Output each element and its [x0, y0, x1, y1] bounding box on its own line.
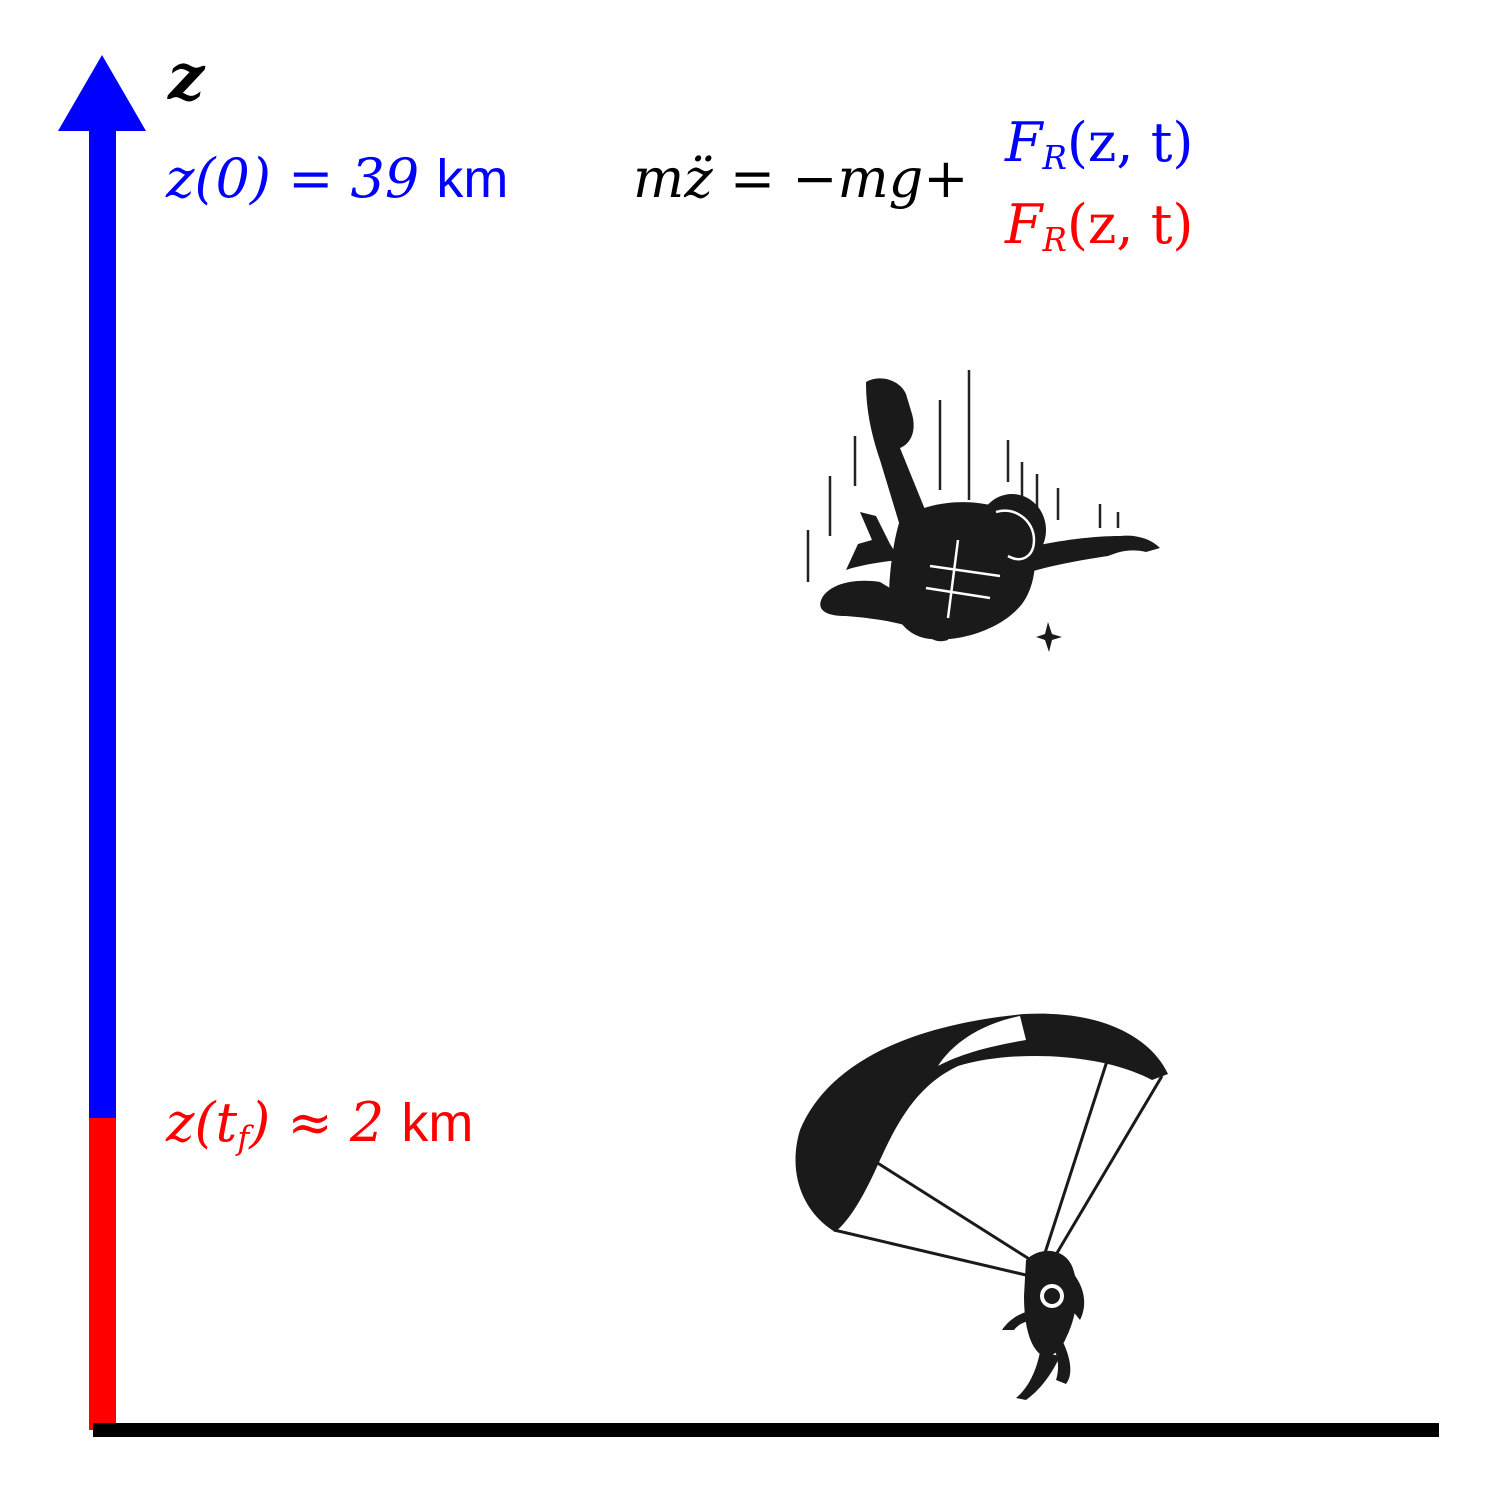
force-bottom-subscript: R — [1042, 221, 1067, 260]
speed-lines — [806, 370, 1120, 582]
pilot-head — [1044, 1288, 1060, 1304]
axis-label: z — [168, 40, 205, 115]
force-top-args: (z, t) — [1066, 111, 1194, 174]
axis-arrowhead — [58, 55, 146, 131]
end-altitude-pre: z(t — [166, 1091, 238, 1154]
end-altitude-subscript: f — [237, 1119, 250, 1158]
paraglider-lines — [833, 1057, 1164, 1278]
force-bottom-args: (z, t) — [1066, 193, 1194, 256]
start-altitude-label: z(0) = 39 km — [166, 149, 509, 209]
ground-line — [93, 1423, 1439, 1437]
start-altitude-expression: z(0) = 39 — [166, 147, 420, 210]
end-altitude-expression: z(tf) ≈ 2 — [166, 1091, 385, 1158]
sparkle-icon — [1036, 622, 1062, 652]
skydiver-harness — [925, 509, 1036, 619]
end-altitude-label: z(tf) ≈ 2 km — [166, 1096, 473, 1155]
axis-upper-segment — [89, 128, 116, 1118]
paraglider-pilot — [1002, 1250, 1085, 1400]
force-bottom-name: F — [1005, 193, 1043, 256]
force-top-subscript: R — [1042, 139, 1067, 178]
axis-lower-segment — [89, 1118, 116, 1430]
force-top-name: F — [1005, 111, 1043, 174]
end-altitude-unit: km — [401, 1093, 474, 1153]
end-altitude-post: ) ≈ 2 — [249, 1091, 385, 1154]
equation-force-bottom: FR(z, t) — [1005, 198, 1193, 257]
start-altitude-unit: km — [436, 149, 509, 209]
equation-main: mz̈ = −mg+ — [633, 147, 969, 210]
paraglider-wing — [795, 1013, 1168, 1232]
paraglider-wing-gap — [938, 1016, 1026, 1066]
equation-force-top: FR(z, t) — [1005, 116, 1193, 175]
